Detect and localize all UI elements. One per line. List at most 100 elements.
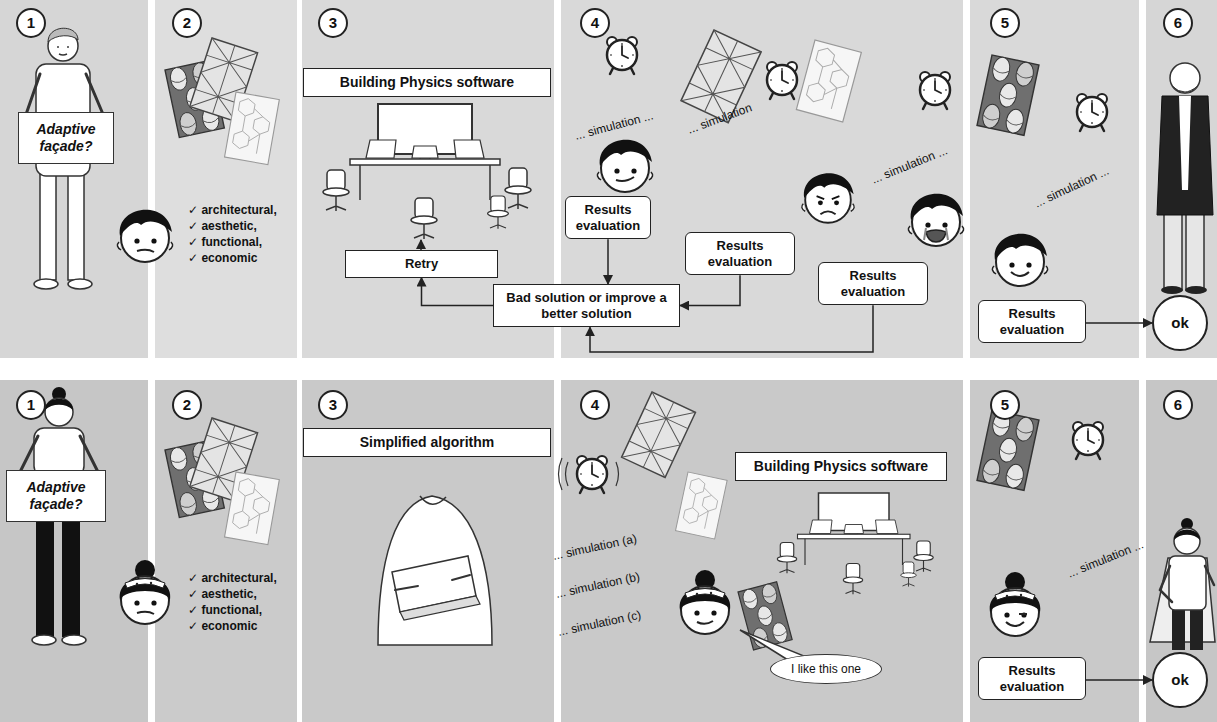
node-text: Adaptive façade?	[24, 121, 108, 155]
smiling-face	[992, 234, 1047, 286]
girl-face	[1006, 622, 1024, 626]
man-figure	[48, 28, 78, 42]
final-simulation	[1073, 422, 1103, 459]
old-man-figure	[1172, 86, 1198, 93]
crying-face	[926, 230, 946, 242]
node-text: Results evaluation	[692, 238, 788, 269]
question-sign: Adaptive façade?	[6, 470, 106, 522]
angry-face	[817, 196, 840, 199]
ok-circle: ok	[1152, 295, 1208, 351]
step-number: 3	[318, 8, 348, 38]
panel-background	[970, 0, 1139, 358]
node-text: 2	[183, 396, 191, 414]
connector-arrow	[680, 275, 740, 305]
girl-face	[680, 570, 731, 634]
simulation-sequence	[607, 30, 1107, 135]
superhero-figure	[1174, 530, 1200, 541]
crying-face	[908, 194, 963, 246]
process-box: Retry	[345, 250, 498, 278]
facade-samples	[225, 472, 280, 545]
woman-figure	[34, 428, 84, 476]
man-figure	[58, 46, 68, 55]
old-man-figure	[1179, 96, 1191, 190]
office-desk	[777, 493, 933, 594]
question-sign: Adaptive façade?	[18, 112, 114, 164]
angry-face	[802, 173, 854, 223]
panel-background	[155, 0, 297, 358]
simulation-sequence	[607, 37, 637, 74]
man-figure	[68, 172, 84, 280]
boy-face	[117, 210, 172, 262]
man-figure	[68, 279, 92, 289]
evaluation-box: Results evaluation	[565, 196, 651, 239]
step-number: 2	[172, 390, 202, 420]
panel-background	[1146, 0, 1217, 358]
step-number: 6	[1163, 390, 1193, 420]
superhero-figure	[1160, 566, 1214, 602]
step-number: 3	[318, 390, 348, 420]
panel-background	[561, 380, 963, 722]
woman-figure	[36, 522, 54, 637]
criterion-label: ✓ economic	[188, 618, 257, 634]
old-man-figure	[1157, 63, 1213, 294]
panel-background	[0, 0, 148, 358]
node-text: 4	[591, 396, 599, 414]
node-text: Results evaluation	[572, 202, 644, 233]
criterion-label: ✓ aesthetic,	[188, 218, 257, 234]
person-with-laptop	[420, 496, 446, 504]
old-man-figure	[1186, 210, 1204, 290]
node-text: Adaptive façade?	[12, 479, 100, 513]
node-text: Results evaluation	[985, 306, 1079, 337]
superhero-figure	[1172, 606, 1185, 650]
old-man-figure	[1170, 63, 1200, 93]
step-number: 2	[172, 8, 202, 38]
girl-face	[137, 612, 154, 614]
process-box: Building Physics software	[303, 68, 551, 97]
facade-samples	[225, 92, 280, 165]
connector-arrow	[607, 239, 609, 284]
step-number: 5	[990, 390, 1020, 420]
person-with-laptop	[400, 596, 480, 620]
angry-face	[802, 173, 854, 223]
facade-samples	[165, 38, 279, 165]
quick-simulations	[559, 458, 619, 490]
evaluation-box: Results evaluation	[818, 262, 928, 305]
superhero-figure	[1190, 606, 1203, 650]
woman-figure	[32, 635, 56, 645]
boy-face	[137, 250, 154, 252]
node-text: 5	[1001, 14, 1009, 32]
step-number: 4	[580, 390, 610, 420]
process-box: Bad solution or improve a better solutio…	[493, 284, 680, 327]
criterion-label: ✓ architectural,	[188, 570, 277, 586]
node-text: 5	[1001, 396, 1009, 414]
girl-face	[120, 560, 171, 624]
man-figure	[40, 172, 56, 280]
boy-face	[616, 177, 634, 181]
node-text: Retry	[352, 256, 491, 272]
boy-face	[597, 140, 652, 192]
node-text: Building Physics software	[310, 74, 544, 91]
criterion-label: ✓ functional,	[188, 602, 262, 618]
simulation-sequence	[1077, 94, 1107, 131]
node-text: Building Physics software	[742, 458, 940, 475]
person-with-laptop	[378, 496, 492, 645]
woman-figure	[45, 398, 73, 426]
boy-face	[597, 140, 652, 192]
node-text: 1	[27, 396, 35, 414]
node-text: 6	[1174, 14, 1182, 32]
connector-arrow	[1086, 679, 1152, 681]
simulation-sequence	[767, 62, 797, 99]
step-number: 5	[990, 8, 1020, 38]
evaluation-box: Results evaluation	[978, 300, 1086, 343]
office-desk	[323, 104, 531, 239]
node-text: I like this one	[779, 662, 873, 676]
girl-face	[120, 560, 171, 624]
ok-circle: ok	[1152, 652, 1208, 708]
superhero-figure	[1174, 528, 1200, 554]
person-with-laptop	[395, 575, 470, 590]
node-text: 2	[183, 14, 191, 32]
node-text: 4	[591, 14, 599, 32]
quick-simulations	[577, 456, 607, 493]
